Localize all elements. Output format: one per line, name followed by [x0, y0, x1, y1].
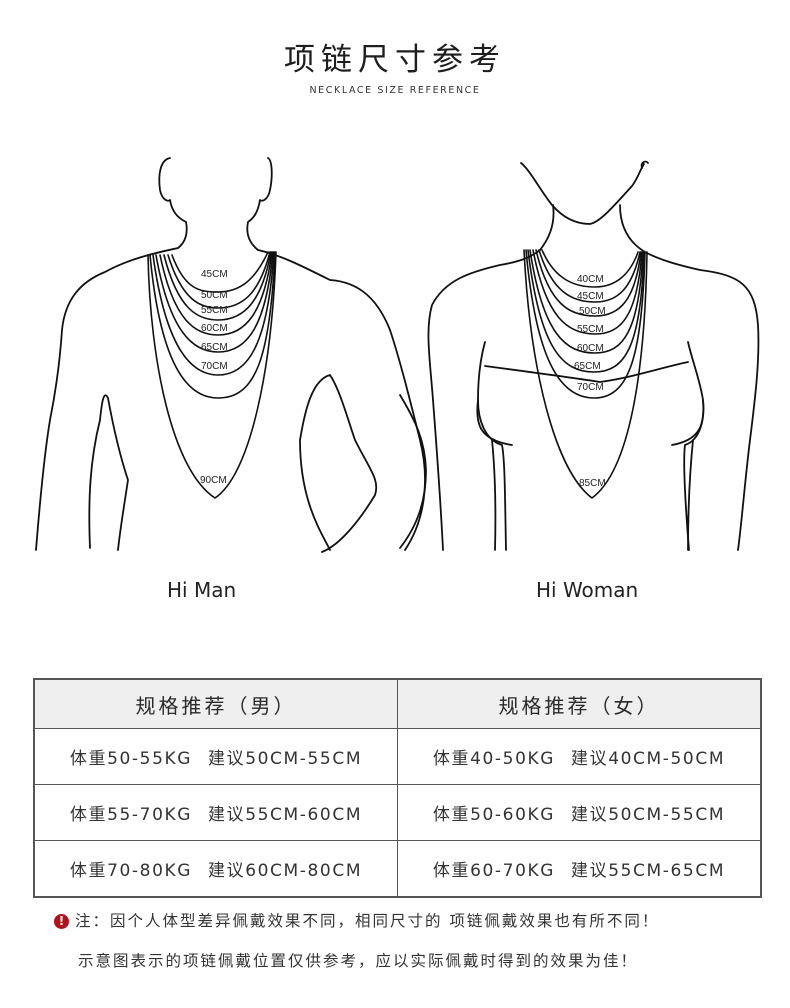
women-spec-cell: 体重50-60KG 建议50CM-55CM	[397, 784, 762, 841]
svg-text:90CM: 90CM	[200, 475, 227, 486]
women-suggest: 建议50CM-55CM	[571, 805, 726, 825]
women-suggest: 建议40CM-50CM	[571, 749, 726, 769]
man-figure-caption: Hi Man	[167, 578, 237, 602]
note-text-1: 注：因个人体型差异佩戴效果不同，相同尺寸的 项链佩戴效果也有所不同！	[75, 912, 660, 930]
svg-text:60CM: 60CM	[201, 323, 228, 334]
women-spec-cell: 体重60-70KG 建议55CM-65CM	[397, 840, 762, 898]
svg-text:60CM: 60CM	[577, 343, 604, 354]
men-spec-cell: 体重70-80KG 建议60CM-80CM	[33, 840, 398, 898]
table-header-row: 规格推荐（男） 规格推荐（女）	[33, 678, 762, 729]
woman-figure-caption: Hi Woman	[536, 578, 639, 602]
men-weight: 体重50-55KG	[69, 749, 193, 769]
svg-text:85CM: 85CM	[579, 478, 606, 489]
table-row: 体重50-55KG 建议50CM-55CM 体重40-50KG 建议40CM-50C…	[33, 728, 762, 785]
exclamation-circle-icon: !	[54, 914, 69, 929]
woman-silhouette	[399, 160, 760, 551]
women-weight: 体重50-60KG	[432, 805, 556, 825]
men-weight: 体重70-80KG	[69, 861, 193, 881]
women-suggest: 建议55CM-65CM	[571, 861, 726, 881]
man-silhouette	[35, 157, 426, 553]
table-row: 体重55-70KG 建议55CM-60CM 体重50-60KG 建议50CM-55C…	[33, 784, 762, 841]
svg-text:50CM: 50CM	[579, 306, 606, 317]
svg-text:55CM: 55CM	[201, 305, 228, 316]
svg-text:70CM: 70CM	[201, 361, 228, 372]
svg-text:40CM: 40CM	[577, 274, 604, 285]
women-weight: 体重40-50KG	[432, 749, 556, 769]
svg-text:65CM: 65CM	[574, 361, 601, 372]
svg-text:45CM: 45CM	[201, 269, 228, 280]
table-row: 体重70-80KG 建议60CM-80CM 体重60-70KG 建议55CM-65C…	[33, 840, 762, 898]
men-suggest: 建议50CM-55CM	[208, 749, 363, 769]
header-women: 规格推荐（女）	[397, 678, 762, 729]
header-men: 规格推荐（男）	[33, 678, 398, 729]
svg-text:65CM: 65CM	[201, 342, 228, 353]
page-title: 项链尺寸参考	[284, 42, 506, 78]
men-suggest: 建议60CM-80CM	[208, 861, 363, 881]
men-suggest: 建议55CM-60CM	[208, 805, 363, 825]
note-line-1: ! 注：因个人体型差异佩戴效果不同，相同尺寸的 项链佩戴效果也有所不同！	[54, 909, 659, 931]
necklace-figures-illustration: 45CM 50CM 55CM 60CM 65CM 70CM 90CM	[35, 157, 760, 553]
note-line-2: 示意图表示的项链佩戴位置仅供参考，应以实际佩戴时得到的效果为佳！	[78, 952, 639, 970]
size-recommendation-table: 规格推荐（男） 规格推荐（女） 体重50-55KG 建议50CM-55CM 体重4…	[33, 678, 762, 898]
woman-chain-labels: 40CM 45CM 50CM 55CM 60CM 65CM 70CM 85CM	[574, 274, 606, 489]
man-chains	[147, 251, 277, 499]
men-spec-cell: 体重55-70KG 建议55CM-60CM	[33, 784, 398, 841]
svg-text:70CM: 70CM	[577, 382, 604, 393]
svg-text:45CM: 45CM	[577, 291, 604, 302]
women-weight: 体重60-70KG	[432, 861, 556, 881]
men-weight: 体重55-70KG	[69, 805, 193, 825]
page-subtitle: NECKLACE SIZE REFERENCE	[309, 85, 481, 96]
men-spec-cell: 体重50-55KG 建议50CM-55CM	[33, 728, 398, 785]
man-chain-labels: 45CM 50CM 55CM 60CM 65CM 70CM 90CM	[200, 269, 228, 486]
women-spec-cell: 体重40-50KG 建议40CM-50CM	[397, 728, 762, 785]
woman-chains	[523, 249, 648, 499]
svg-text:50CM: 50CM	[201, 290, 228, 301]
svg-text:55CM: 55CM	[577, 324, 604, 335]
